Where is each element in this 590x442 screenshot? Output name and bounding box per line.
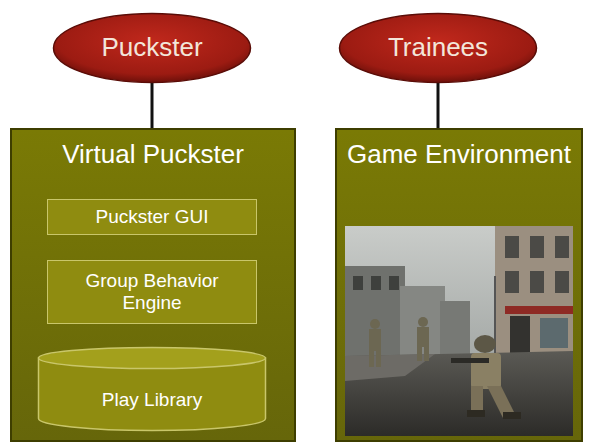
node-label: Play Library [102, 389, 202, 411]
connector-line [151, 83, 154, 129]
box-heading: Game Environment [347, 140, 571, 170]
node-label: Puckster GUI [96, 206, 209, 228]
game-screenshot [345, 226, 573, 436]
component-box: Puckster GUI [47, 199, 257, 235]
actor-ellipse: Trainees [338, 12, 538, 84]
connector-line [437, 83, 440, 129]
node-label: Group Behavior Engine [55, 270, 249, 314]
actor-ellipse: Puckster [52, 12, 252, 84]
node-label: Trainees [388, 33, 488, 63]
box-heading: Virtual Puckster [62, 140, 244, 170]
system-box: Virtual PucksterPuckster GUI Group Behavi… [10, 128, 296, 442]
node-label: Puckster [101, 33, 202, 63]
cylinder-outline [37, 346, 267, 432]
component-box: Group Behavior Engine [47, 260, 257, 324]
database-cylinder: Play Library [37, 346, 267, 432]
environment-box: Game Environment [335, 128, 583, 442]
